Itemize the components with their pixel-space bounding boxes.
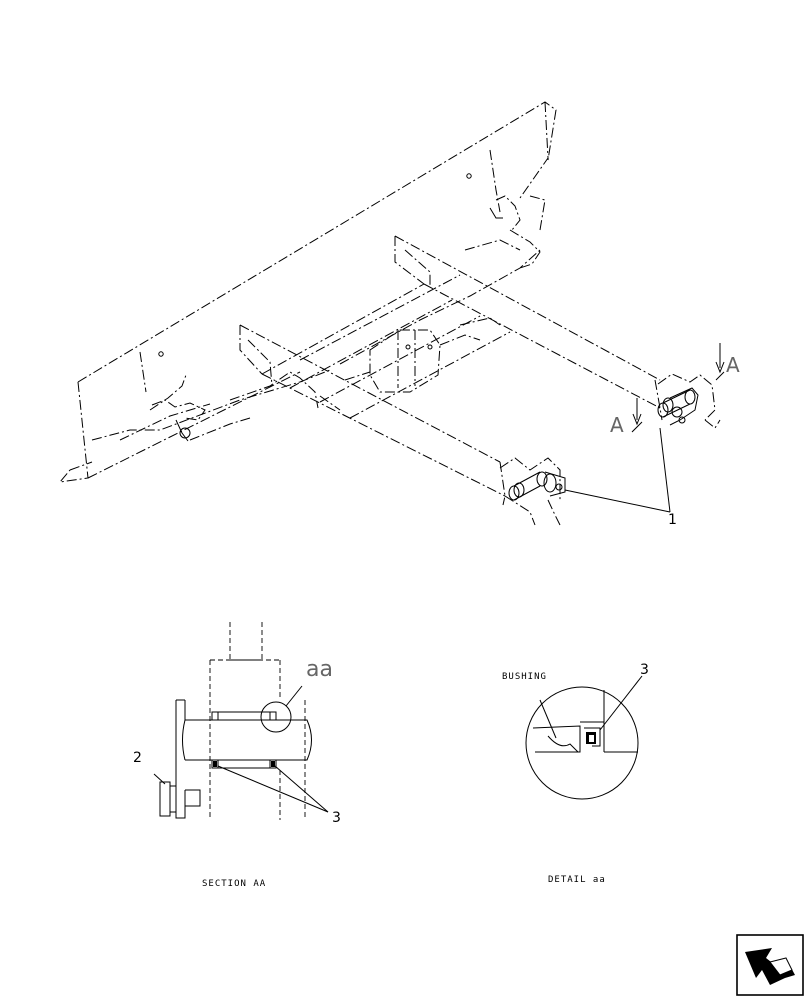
detail-circle-aa [260, 701, 292, 733]
section-aa-caption: SECTION AA [202, 879, 266, 889]
callout-number-1: 1 [668, 512, 677, 528]
left-bracket [119, 371, 319, 442]
callout-number-2: 2 [133, 750, 142, 766]
right-bracket [464, 195, 546, 269]
blade-assembly [58, 101, 557, 483]
next-page-arrow-icon[interactable] [736, 934, 804, 996]
seal-top-right [269, 711, 277, 721]
detail-aa-caption: DETAIL aa [548, 875, 606, 885]
detail-aa-view: BUSHING 3 DETAIL aa [502, 662, 649, 885]
callout-1: 1 [564, 427, 677, 528]
section-marker-right: A [715, 343, 740, 381]
callout-number-3-detail: 3 [640, 662, 649, 678]
bushing-label: BUSHING [502, 672, 547, 682]
seal-top-left [211, 711, 219, 721]
section-aa-view: aa 2 3 SECTION AA [133, 622, 341, 889]
detail-ref-label: aa [306, 657, 333, 682]
main-frame [239, 235, 661, 497]
right-pin-mount [654, 373, 721, 429]
section-marker-left: A [610, 398, 643, 437]
seal-bottom-right [269, 759, 277, 769]
callout-number-3-section: 3 [332, 810, 341, 826]
seal-bottom-left [211, 759, 219, 769]
left-pin-mount [499, 457, 566, 526]
section-letter-left: A [610, 413, 624, 437]
detail-circle [525, 686, 639, 800]
section-letter-right: A [726, 353, 740, 377]
